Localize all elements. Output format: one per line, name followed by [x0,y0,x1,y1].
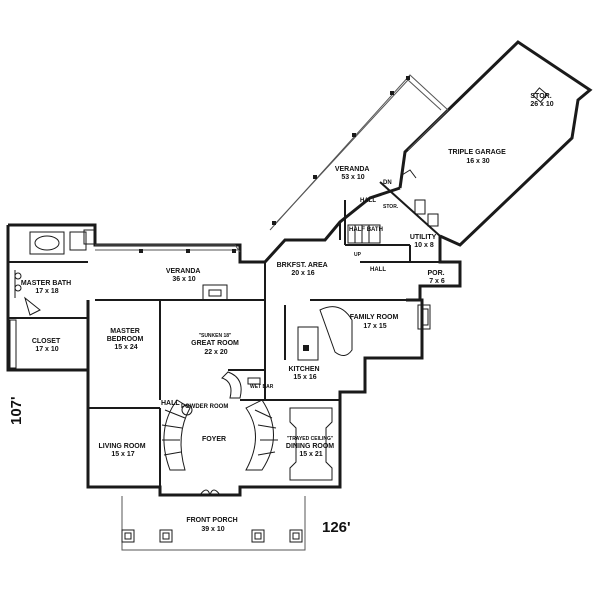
hall-mid-label: HALL [370,267,386,273]
front-porch-label: FRONT PORCH 39 x 10 [186,517,239,533]
veranda-top-label: VERANDA 53 x 10 [335,166,371,181]
width-dimension: 126' [322,519,351,536]
closet-label: CLOSET 17 x 10 [32,338,62,353]
utility-label: UTILITY 10 x 8 [410,234,438,249]
interior-walls [8,181,441,487]
dn-label: DN [383,180,392,186]
hall-upper-label: HALL [360,198,376,204]
dining-room-label: "TRAYED CEILING" DINING ROOM 15 x 21 [286,435,336,458]
great-room-label: "SUNKEN 18" GREAT ROOM 22 x 20 [191,332,241,356]
foyer-label: FOYER [202,436,226,443]
living-room-label: LIVING ROOM 15 x 17 [98,443,147,458]
stor-label: STOR. 26 x 10 [530,93,553,108]
kitchen-label: KITCHEN 15 x 16 [288,366,321,381]
family-room-label: FAMILY ROOM 17 x 15 [350,314,401,330]
powder-room-label: POWDER ROOM [181,404,228,410]
fixtures [9,87,548,496]
depth-dimension: 107' [8,396,25,425]
front-porch [121,496,306,551]
garage-label: TRIPLE GARAGE 16 x 30 [448,149,508,165]
room-labels: STOR. 26 x 10 TRIPLE GARAGE 16 x 30 VERA… [21,93,554,533]
half-bath-label: HALF BATH [349,227,383,233]
master-bedroom-label: MASTER BEDROOM 15 x 24 [107,328,146,351]
master-bath-label: MASTER BATH 17 x 18 [21,280,73,295]
overall-dimensions: 126' 107' [8,396,351,536]
stor-small-label: STOR. [383,204,399,210]
por-label: POR. 7 x 6 [427,270,446,285]
veranda-deck [95,74,449,253]
bkfst-label: BRKFST. AREA 20 x 16 [277,262,330,277]
wet-bar-label: WET BAR [250,384,274,390]
up-label: UP [354,252,362,258]
veranda-mid-label: VERANDA 36 x 10 [166,268,202,283]
hall-low-label: HALL [161,400,180,407]
